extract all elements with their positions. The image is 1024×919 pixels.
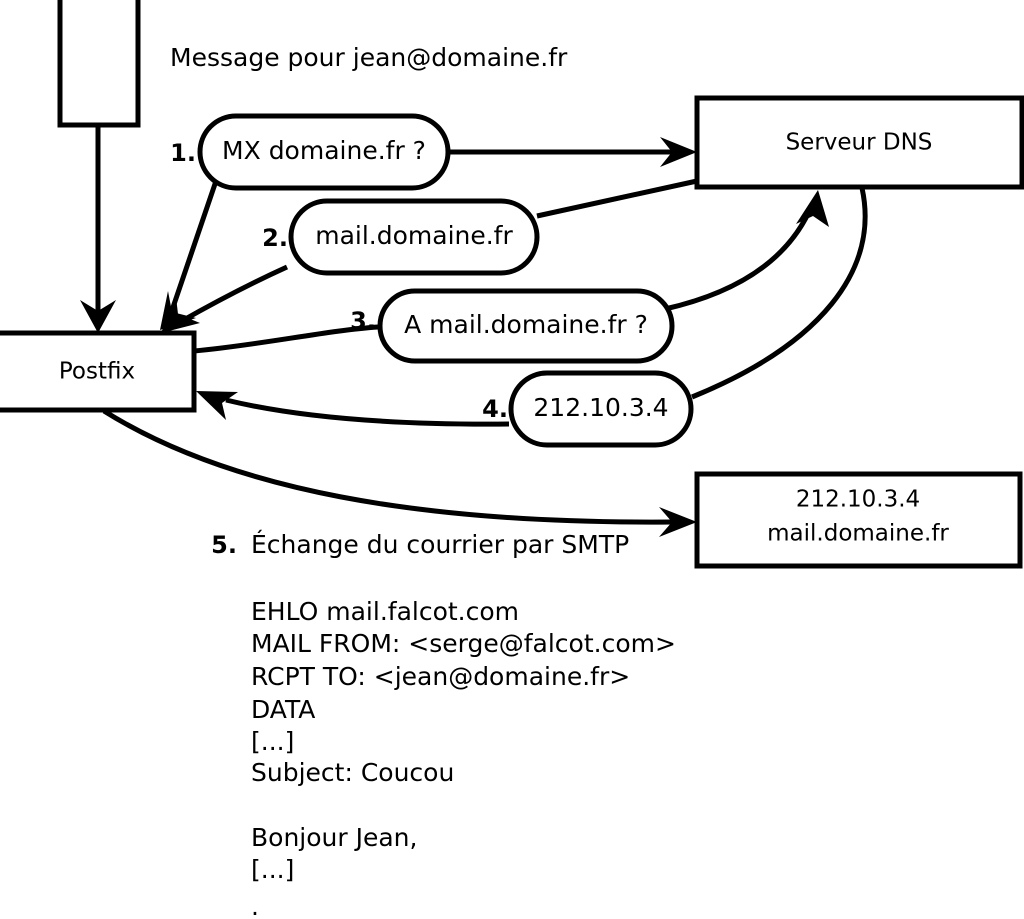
smtp-line-2: MAIL FROM: <serge@falcot.com> xyxy=(251,629,676,658)
edge-step3-postfix-to-pill xyxy=(193,324,379,354)
smtp-line-9: [...] xyxy=(251,855,294,884)
smtp-line-10: . xyxy=(251,892,259,919)
step-pill-1-label: MX domaine.fr ? xyxy=(222,136,426,165)
smtp-line-4: DATA xyxy=(251,695,315,724)
smtp-line-1: EHLO mail.falcot.com xyxy=(251,597,519,626)
edge-step2-dns-to-pill xyxy=(536,178,698,219)
step-pill-3-label: A mail.domaine.fr ? xyxy=(404,310,648,339)
node-mua-box xyxy=(57,0,141,128)
edge-step3-pill-to-dns xyxy=(664,204,815,312)
step-5-label: Échange du courrier par SMTP xyxy=(251,530,629,559)
step-number-5: 5. xyxy=(211,531,237,559)
step-number-3: 3. xyxy=(350,307,376,335)
edge-step4-pill-to-postfix xyxy=(225,397,510,427)
arrowhead-step3-at-dns xyxy=(796,190,829,227)
step-number-4: 4. xyxy=(482,395,508,423)
step-pill-3 xyxy=(377,288,675,364)
step-pill-2 xyxy=(288,198,540,276)
node-mailserver-host: mail.domaine.fr xyxy=(767,521,949,547)
smtp-line-8: Bonjour Jean, xyxy=(251,823,417,852)
arrowhead-step4-at-postfix xyxy=(196,391,238,420)
edge-step2-pill-to-postfix xyxy=(178,264,289,325)
step-number-2: 2. xyxy=(262,224,288,252)
smtp-line-5: [...] xyxy=(251,727,294,756)
arrowhead-step5-at-mailserver xyxy=(659,507,697,537)
node-postfix-label: Postfix xyxy=(59,359,135,385)
node-postfix-box xyxy=(0,330,197,413)
smtp-line-3: RCPT TO: <jean@domaine.fr> xyxy=(251,662,630,691)
smtp-line-6: Subject: Coucou xyxy=(251,758,454,787)
node-mailserver-box xyxy=(694,471,1023,569)
step-pill-2-label: mail.domaine.fr xyxy=(315,221,513,250)
step-pill-1 xyxy=(197,113,451,191)
edge-step4-dns-to-pill xyxy=(691,187,868,400)
arrowhead-step2-at-postfix xyxy=(161,297,200,333)
node-dns-label: Serveur DNS xyxy=(786,130,933,156)
message-note-text: Message pour jean@domaine.fr xyxy=(170,43,568,72)
node-mailserver-ip: 212.10.3.4 xyxy=(796,487,920,513)
node-dns-box xyxy=(694,95,1024,190)
arrowhead-step1-at-dns xyxy=(660,137,697,167)
step-number-1: 1. xyxy=(170,139,196,167)
step-pill-4 xyxy=(508,370,694,448)
edge-step5-postfix-to-mailserver xyxy=(102,408,673,525)
arrowhead-mua-to-postfix xyxy=(80,300,116,333)
step-pill-4-label: 212.10.3.4 xyxy=(533,393,668,422)
